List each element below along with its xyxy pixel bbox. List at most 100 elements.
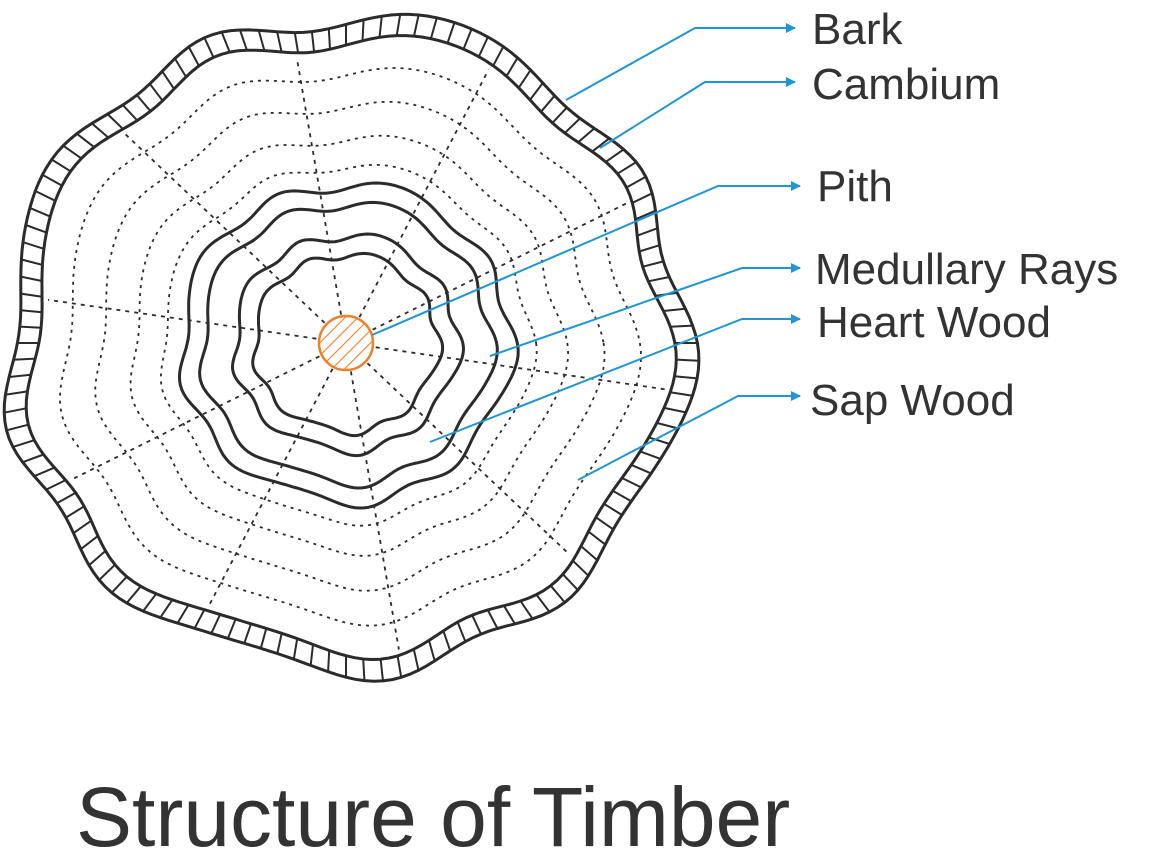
bark-tick — [34, 190, 56, 202]
heartwood-ring — [230, 232, 466, 458]
bark-tick — [551, 106, 568, 124]
heartwood-ring — [251, 251, 445, 438]
bark-tick — [577, 127, 595, 144]
bark-tick — [378, 16, 383, 38]
bark-tick — [5, 390, 28, 396]
bark-tick — [674, 375, 698, 380]
bark-tick — [20, 275, 43, 282]
bark-tick — [22, 453, 44, 464]
bark-tick — [648, 436, 671, 445]
bark-tick — [220, 31, 231, 53]
cambium-leader-line — [599, 77, 796, 149]
bark-tick — [477, 36, 489, 58]
bark-hatching — [4, 14, 699, 682]
medullary-ray — [71, 355, 320, 481]
bark-tick — [361, 19, 365, 41]
bark-tick — [648, 276, 670, 283]
bark-tick — [572, 559, 590, 577]
bark-tick — [187, 46, 200, 67]
sapwood-ring — [59, 67, 642, 627]
bark-outer-outline — [2, 12, 701, 683]
bark-tick — [462, 28, 473, 50]
medullary-ray — [358, 69, 490, 318]
bark-tick — [676, 358, 699, 362]
sapwood-growth-rings — [59, 67, 642, 627]
bark-tick — [29, 206, 51, 218]
bark-tick — [580, 545, 598, 561]
bark-tick — [22, 241, 45, 250]
bark-tick — [492, 46, 505, 67]
bark-tick — [540, 95, 556, 113]
bark-tick — [259, 628, 268, 649]
bark-tick — [616, 161, 637, 175]
bark-tick — [80, 535, 99, 550]
bark-tick — [142, 593, 157, 612]
medullary-rays-leader-line — [489, 263, 801, 357]
bark-tick — [33, 466, 55, 478]
bark-tick — [239, 29, 248, 51]
sapwood-ring — [160, 163, 538, 527]
bark-tick — [505, 57, 519, 77]
bark-tick — [310, 31, 316, 53]
bark-tick — [663, 406, 687, 414]
diagram-title: Structure of Timber — [76, 770, 790, 861]
bark-tick — [91, 122, 110, 139]
bark-tick — [20, 292, 43, 298]
medullary-rays-lines — [47, 58, 666, 650]
heart-wood-label: Heart Wood — [817, 298, 1051, 347]
bark-tick — [20, 309, 43, 314]
bark-tick — [429, 17, 438, 39]
label-leader-lines — [371, 23, 801, 481]
bark-tick — [76, 132, 95, 148]
bark-tick — [562, 573, 579, 591]
medullary-rays-label: Medullary Rays — [815, 245, 1118, 294]
bark-tick — [603, 502, 623, 516]
bark-tick — [412, 648, 420, 671]
bark-tick — [125, 585, 142, 604]
bark-tick — [243, 623, 252, 644]
bark-tick — [535, 593, 551, 613]
bark-tick — [193, 609, 206, 629]
bark-tick — [210, 614, 222, 634]
medullary-ray — [296, 58, 342, 315]
bark-tick — [88, 550, 107, 566]
bark-tick — [51, 158, 72, 173]
bark-tick — [442, 630, 452, 652]
bark-tick — [327, 650, 331, 672]
sap-wood-leader-line — [577, 391, 801, 481]
pith-core — [317, 314, 375, 372]
heartwood-ring — [177, 181, 520, 510]
bark-tick — [292, 638, 299, 660]
bark-tick — [161, 70, 175, 90]
bark-tick — [309, 644, 314, 666]
medullary-ray — [375, 346, 666, 391]
bark-tick — [486, 609, 499, 629]
bark-tick — [276, 31, 283, 53]
bark-tick — [72, 519, 92, 534]
bark-tick — [62, 144, 82, 160]
bark-tick — [621, 477, 642, 489]
bark-tick — [6, 423, 29, 432]
bark-tick — [174, 57, 187, 78]
bark-tick — [56, 491, 77, 505]
bark-tick — [176, 604, 190, 624]
bark-tick — [639, 450, 661, 460]
bark-tick — [25, 224, 47, 234]
bark-tick — [529, 82, 544, 101]
bark-tick — [396, 655, 403, 678]
bark-tick — [21, 258, 43, 266]
bark-tick — [595, 516, 614, 531]
bark-tick — [41, 173, 63, 187]
bark-tick — [257, 30, 266, 51]
bark-tick — [549, 585, 566, 604]
heartwood-ring — [198, 200, 499, 490]
bark-tick — [642, 260, 664, 268]
sapwood-ring — [94, 100, 606, 592]
bark-tick — [612, 489, 632, 503]
bark-tick — [591, 137, 610, 153]
bark-tick — [471, 614, 482, 635]
bark-tick — [65, 505, 85, 519]
bark-tick — [276, 633, 283, 654]
pith-label: Pith — [817, 162, 893, 211]
medullary-ray — [208, 368, 334, 606]
